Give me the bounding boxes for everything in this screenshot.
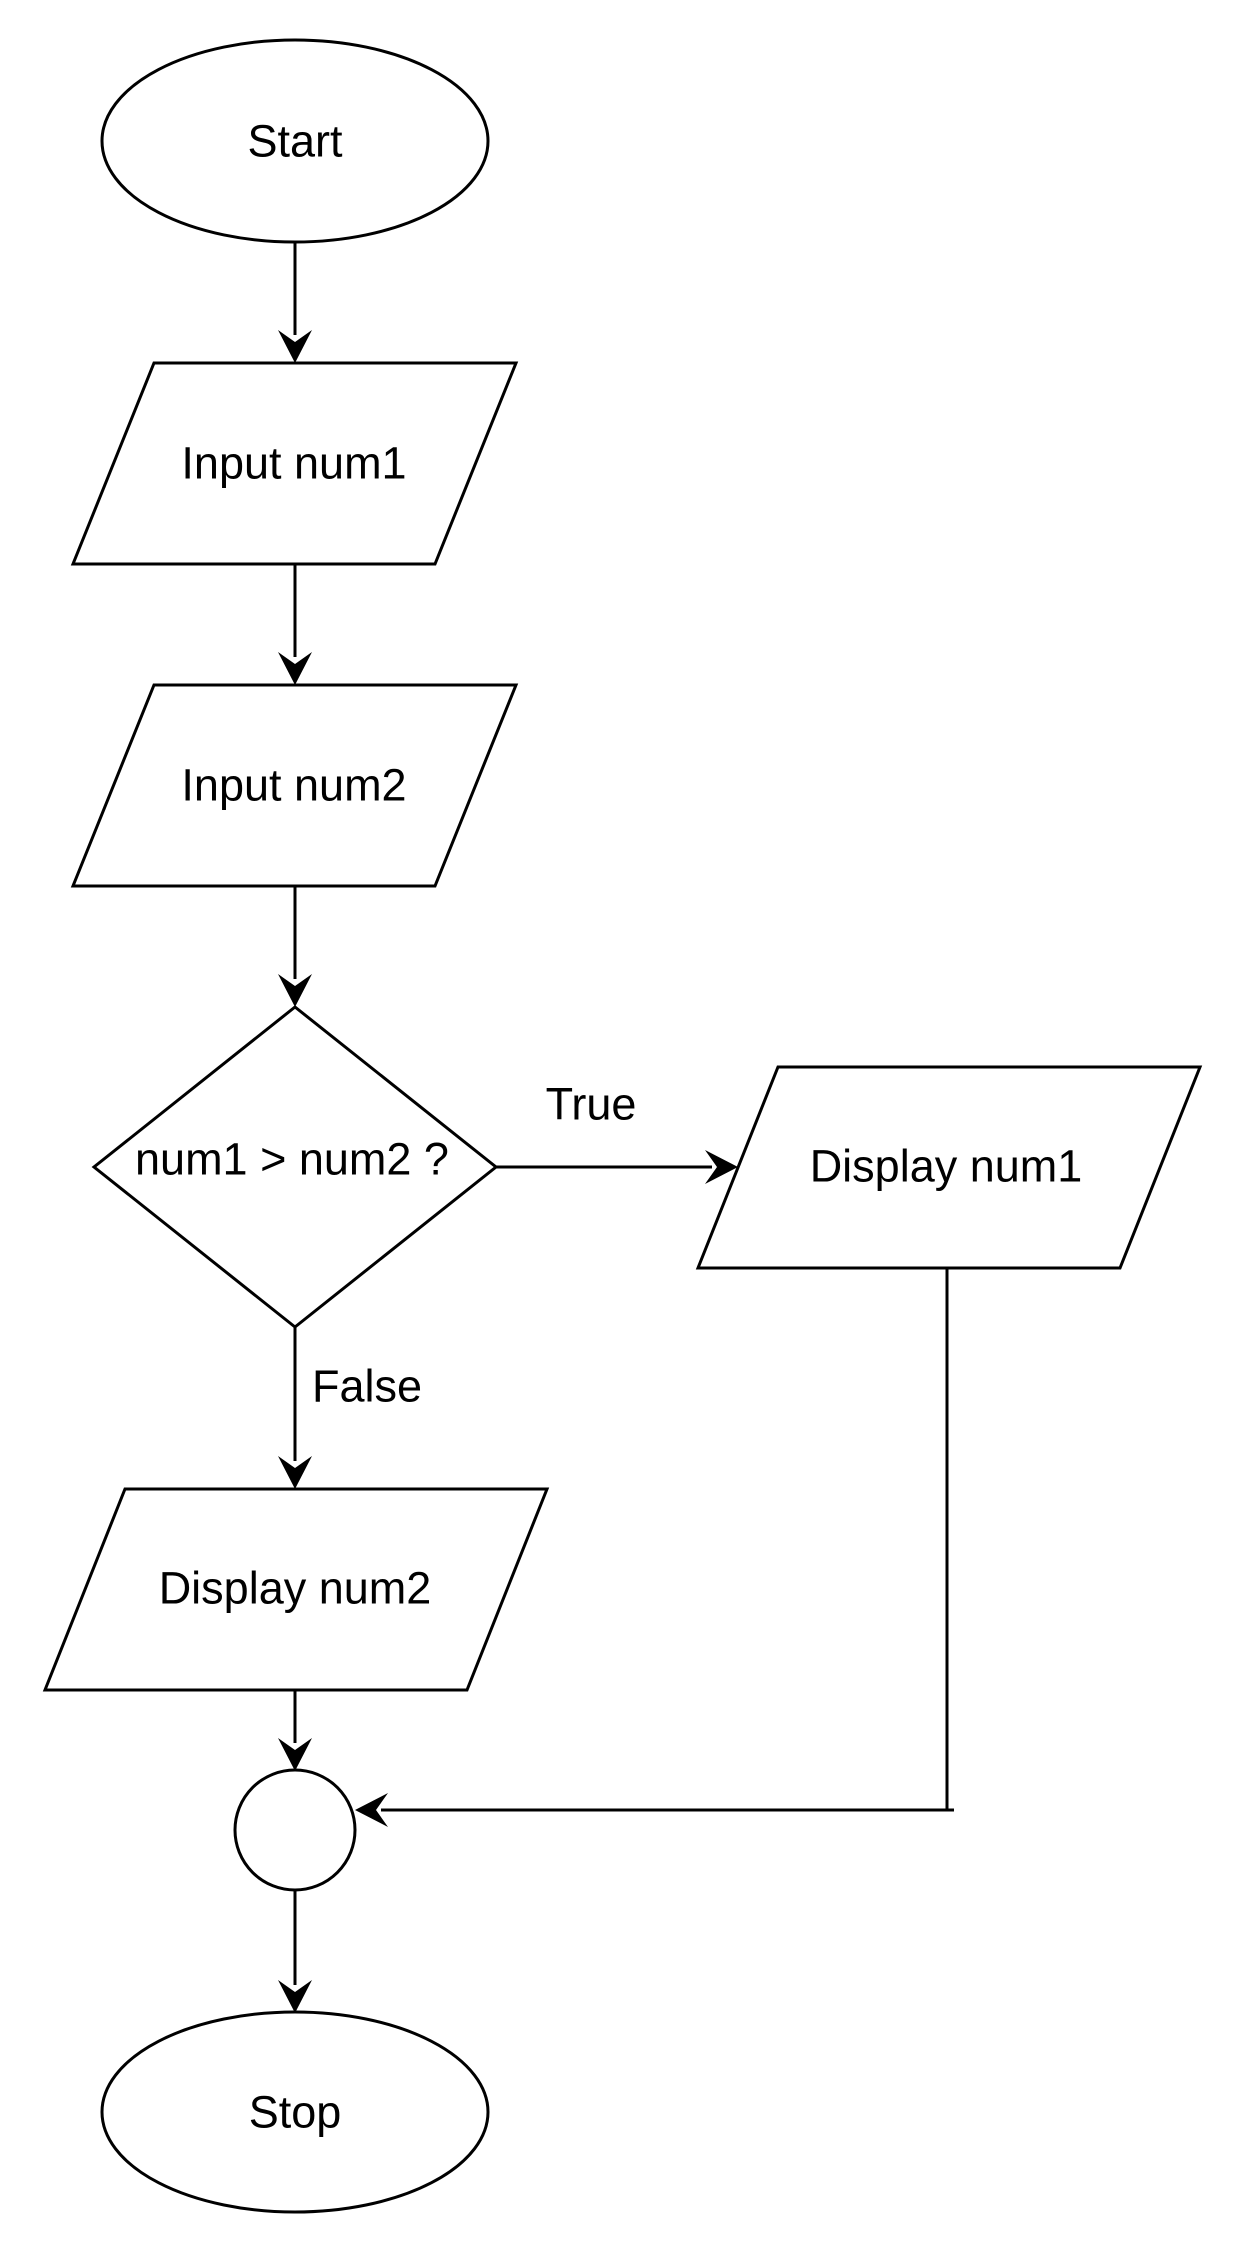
stop-node: Stop <box>100 2010 490 2214</box>
start-label: Start <box>247 116 343 167</box>
edge-input2-to-decision <box>278 886 312 1007</box>
display-num2-label: Display num2 <box>159 1563 432 1614</box>
input-num1-label: Input num1 <box>181 438 406 489</box>
edge-display1-to-connector <box>355 1268 954 1827</box>
decision-label: num1 > num2 ? <box>135 1134 449 1185</box>
edge-true-to-display1: True <box>496 1079 738 1184</box>
input-num2-label: Input num2 <box>181 760 406 811</box>
display-num1-node: Display num1 <box>695 1065 1203 1270</box>
input-num1-node: Input num1 <box>70 361 519 566</box>
arrowhead <box>278 330 312 363</box>
edge-false-to-display2: False <box>278 1327 422 1489</box>
edge-start-to-input1 <box>278 242 312 363</box>
arrowhead <box>278 974 312 1007</box>
display-num2-node: Display num2 <box>42 1487 550 1692</box>
decision-node: num1 > num2 ? <box>91 1005 499 1329</box>
input-num2-node: Input num2 <box>70 683 519 888</box>
arrowhead <box>278 1980 312 2013</box>
connector-node <box>233 1768 357 1892</box>
stop-label: Stop <box>249 2087 342 2138</box>
arrowhead <box>278 1738 312 1771</box>
arrowhead <box>355 1793 388 1827</box>
edge-display2-to-connector <box>278 1690 312 1771</box>
arrowhead <box>278 652 312 685</box>
arrowhead <box>278 1456 312 1489</box>
arrowhead <box>705 1150 738 1184</box>
edge-input1-to-input2 <box>278 564 312 685</box>
false-label: False <box>312 1361 422 1412</box>
edge-connector-to-stop <box>278 1890 312 2013</box>
display-num1-label: Display num1 <box>810 1141 1083 1192</box>
true-label: True <box>546 1079 637 1130</box>
start-node: Start <box>100 38 490 244</box>
